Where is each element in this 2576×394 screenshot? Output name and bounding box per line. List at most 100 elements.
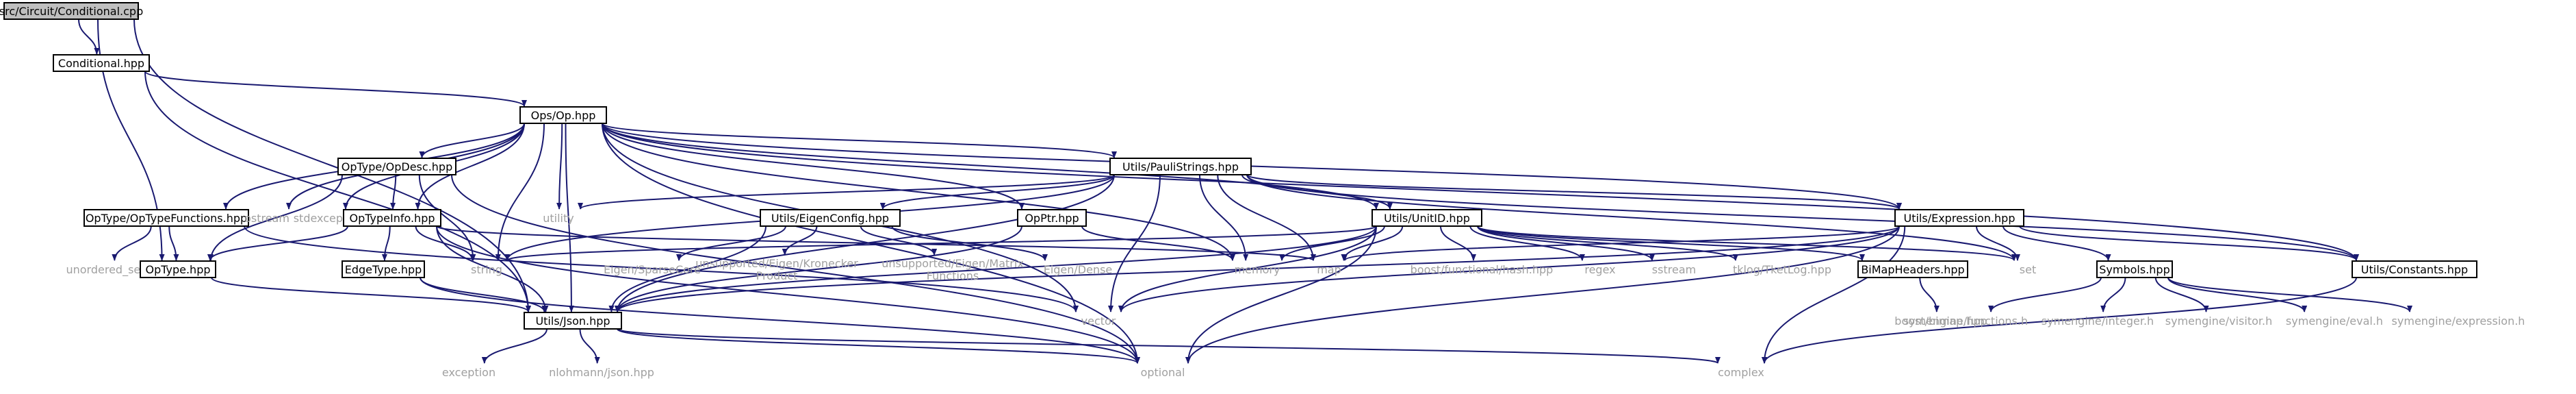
node-box-constants [2352, 260, 2477, 278]
edge-ops-to-memory [602, 123, 1235, 261]
node-label-string: string [471, 263, 502, 276]
node-complex: complex [1718, 366, 1764, 379]
node-label-line: complex [1718, 366, 1764, 379]
node-label-line: tklog/TketLog.hpp [1733, 263, 1831, 276]
node-json[interactable]: Utils/Json.hpp [524, 312, 622, 330]
edge-symbols-to-syminteger [2100, 277, 2126, 312]
node-symfunctions: symengine/functions.h [1903, 315, 2028, 328]
edge-eigenconfig-to-json [608, 225, 767, 312]
node-box-symbols [2096, 260, 2173, 278]
node-sstream: sstream [1652, 263, 1696, 276]
edge-unitid-to-json [615, 225, 1377, 312]
node-label-unordered_set: unordered_set [66, 263, 144, 277]
node-label-bimapheaders: BiMapHeaders.hpp [1861, 263, 1964, 276]
node-eigenconfig[interactable]: Utils/EigenConfig.hpp [760, 209, 901, 227]
node-label-pauli: Utils/PauliStrings.hpp [1122, 160, 1239, 173]
edge-unitid-to-set [1477, 225, 2017, 261]
node-sparsecore: Eigen/SparseCore [604, 263, 701, 276]
node-constants[interactable]: Utils/Constants.hpp [2352, 260, 2477, 278]
node-label-dense: Eigen/Dense [1044, 263, 1113, 276]
node-optypefn[interactable]: OpType/OpTypeFunctions.hpp [83, 209, 249, 227]
node-ops[interactable]: Ops/Op.hpp [519, 106, 607, 124]
node-nlohmann: nlohmann/json.hpp [549, 366, 654, 379]
node-optypeinfo[interactable]: OpTypeInfo.hpp [343, 209, 441, 227]
node-label-eigenconfig: Utils/EigenConfig.hpp [771, 212, 889, 225]
node-vector: vector [1081, 315, 1116, 328]
edge-optype-to-json [211, 277, 531, 312]
node-dense: Eigen/Dense [1044, 263, 1113, 276]
node-label-map: map [1317, 263, 1341, 276]
node-label-line: OpPtr.hpp [1025, 212, 1079, 225]
node-label-optional: optional [1141, 366, 1185, 379]
node-label-line: Functions [927, 269, 979, 282]
edge-ops-to-opptr [602, 123, 1025, 210]
node-label-stdexcept: stdexcept [294, 212, 348, 225]
node-label-utility: utility [543, 212, 574, 225]
node-label-line: Product [756, 269, 798, 282]
node-label-nlohmann: nlohmann/json.hpp [549, 366, 654, 379]
node-opdesc[interactable]: OpType/OpDesc.hpp [337, 158, 456, 175]
node-utility: utility [543, 212, 574, 225]
node-box-json [524, 312, 622, 330]
edge-pauli-to-utility [578, 174, 1115, 210]
node-boostbimap: boost/bimap.hpp [1894, 315, 1987, 328]
node-label-line: OpType.hpp [145, 263, 210, 276]
node-string: string [471, 263, 502, 276]
node-box-expression [1894, 209, 2024, 227]
edge-expression-to-complex [1762, 225, 1906, 364]
node-label-ops: Ops/Op.hpp [531, 109, 596, 122]
node-box-optypeinfo [343, 209, 441, 227]
edge-ops-to-pauli [602, 123, 1117, 158]
node-optype[interactable]: OpType.hpp [140, 260, 216, 278]
edge-expression-to-vector [1118, 225, 1900, 312]
node-label-line: utility [543, 212, 574, 225]
node-box-optype [140, 260, 216, 278]
node-label-json: Utils/Json.hpp [535, 315, 610, 328]
node-label-line: stdexcept [294, 212, 348, 225]
node-label-symeval: symengine/eval.h [2286, 315, 2383, 328]
node-label-symexpression: symengine/expression.h [2392, 315, 2525, 328]
node-boosthash: boost/functional/hash.hpp [1411, 263, 1554, 276]
edge-optypefn-to-optype [168, 225, 179, 261]
node-edgetype[interactable]: EdgeType.hpp [342, 260, 425, 278]
edge-unitid-to-boosthash [1440, 225, 1476, 261]
node-box-eigenconfig [760, 209, 901, 227]
node-label-exception: exception [442, 366, 495, 379]
node-label-boosthash: boost/functional/hash.hpp [1411, 263, 1554, 276]
edge-optypefn-to-vector [244, 225, 1079, 312]
node-label-opptr: OpPtr.hpp [1025, 212, 1079, 225]
node-symbols[interactable]: Symbols.hpp [2096, 260, 2173, 278]
node-root[interactable]: src/Circuit/Conditional.cpp [0, 2, 143, 20]
edge-layer [78, 19, 2412, 364]
node-unordered_set: unordered_set [66, 263, 144, 277]
node-label-line: EdgeType.hpp [345, 263, 422, 276]
edge-ops-to-opdesc [419, 123, 525, 158]
edge-constants-to-complex [1762, 277, 2357, 364]
node-label-line: unsupported/Eigen/Kronecker [695, 257, 858, 270]
node-conditional[interactable]: Conditional.hpp [53, 54, 150, 72]
edge-json-to-exception [481, 328, 548, 364]
node-label-line: symengine/functions.h [1903, 315, 2028, 328]
node-label-root: src/Circuit/Conditional.cpp [0, 5, 143, 18]
node-expression[interactable]: Utils/Expression.hpp [1894, 209, 2024, 227]
node-pauli[interactable]: Utils/PauliStrings.hpp [1109, 158, 1252, 175]
node-label-constants: Utils/Constants.hpp [2361, 263, 2468, 276]
node-label-symbols: Symbols.hpp [2099, 263, 2169, 276]
node-opptr[interactable]: OpPtr.hpp [1017, 209, 1087, 227]
node-box-bimapheaders [1857, 260, 1968, 278]
node-bimapheaders[interactable]: BiMapHeaders.hpp [1857, 260, 1968, 278]
node-label-symvisitor: symengine/visitor.h [2165, 315, 2272, 328]
node-unitid[interactable]: Utils/UnitID.hpp [1371, 209, 1482, 227]
edge-expression-to-set [1976, 225, 2020, 261]
edge-pauli-to-memory [1199, 174, 1249, 261]
node-label-line: string [471, 263, 502, 276]
node-ostream: ostream [244, 212, 289, 225]
node-label-line: nlohmann/json.hpp [549, 366, 654, 379]
edge-json-to-optional [617, 328, 1140, 364]
node-label-line: Utils/UnitID.hpp [1384, 212, 1470, 225]
edge-expression-to-optional [1185, 225, 1900, 364]
edge-opdesc-to-optype [208, 174, 343, 261]
edge-unitid-to-string [504, 225, 1377, 261]
edge-symbols-to-symeval [2167, 277, 2308, 312]
